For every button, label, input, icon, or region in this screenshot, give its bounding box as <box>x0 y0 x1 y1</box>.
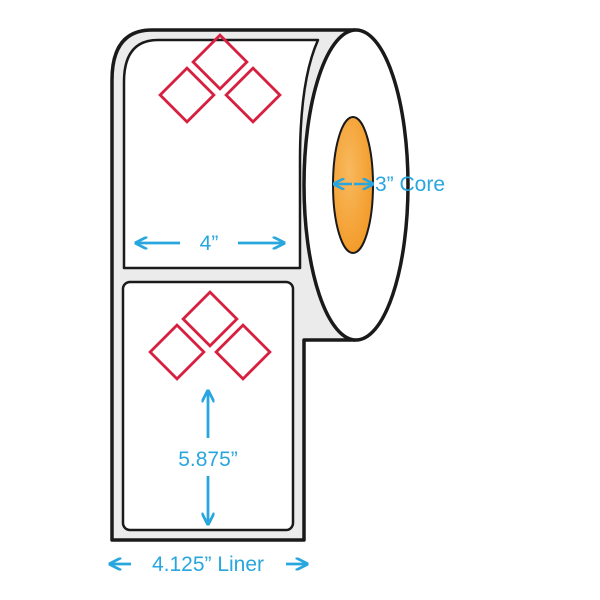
dimension-label-width: 4” <box>136 232 284 255</box>
dimension-label-height: 5.875” <box>178 391 238 524</box>
ghs-diamond-cluster-icon <box>158 33 282 124</box>
ghs-diamond-cluster-icon <box>148 290 272 381</box>
label-top <box>122 38 320 270</box>
label-width-text: 4” <box>200 232 219 255</box>
liner-width-text: 4.125” Liner <box>152 553 264 576</box>
label-height-text: 5.875” <box>178 448 238 471</box>
dimension-core: 3” Core <box>334 173 445 196</box>
dimension-liner-width: 4.125” Liner <box>110 553 307 576</box>
label-roll <box>110 28 410 542</box>
core-size-text: 3” Core <box>375 173 445 196</box>
